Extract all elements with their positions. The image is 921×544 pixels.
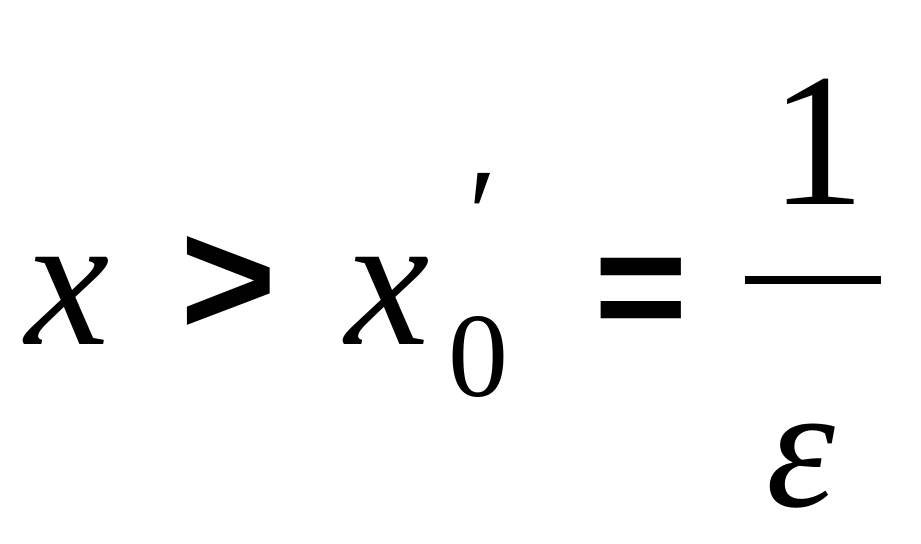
equals-sign: = [594, 196, 688, 375]
fraction-numerator: 1 [770, 36, 865, 246]
subscript-zero: 0 [448, 289, 508, 422]
lhs-variable-x: x [25, 176, 110, 386]
greater-than-symbol: > [180, 186, 277, 370]
fraction-bar [745, 276, 881, 284]
prime-mark: ′ [468, 143, 497, 287]
rhs-variable-x: x [345, 176, 430, 386]
fraction-denominator: ε [766, 350, 835, 544]
